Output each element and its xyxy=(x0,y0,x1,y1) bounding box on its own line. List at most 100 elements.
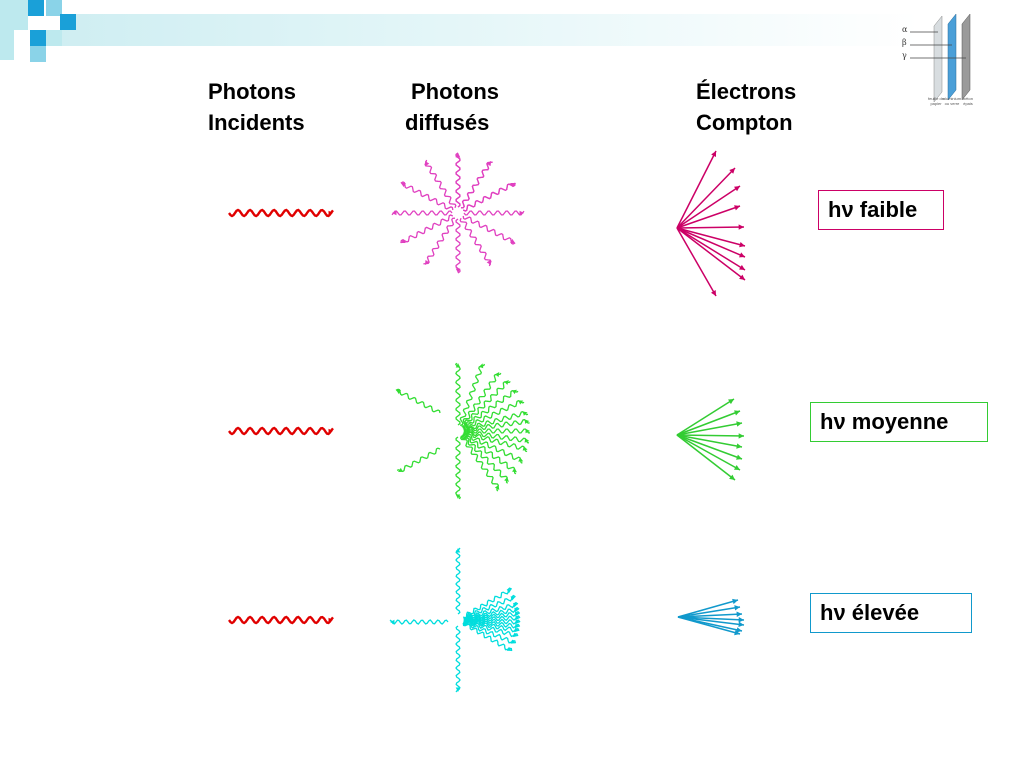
scattered-photon-medium-arrowhead xyxy=(494,372,500,377)
scattered-photon-medium xyxy=(454,362,461,426)
concrete-caption: béton épais xyxy=(962,96,973,106)
header-electrons-line2: Compton xyxy=(696,110,793,135)
decor-square xyxy=(0,30,14,60)
compton-electron-low-arrowhead xyxy=(739,264,745,270)
compton-electron-low xyxy=(676,227,746,247)
compton-electron-medium-arrowhead xyxy=(736,443,742,449)
decor-square xyxy=(30,46,46,62)
scattered-photon-medium-arrowhead xyxy=(518,457,524,462)
energy-box-medium: hν moyenne xyxy=(810,402,988,442)
scattered-photon-medium-back-arrowhead xyxy=(396,390,401,395)
gamma-label: γ xyxy=(902,51,907,60)
incident-photon-2-arrowhead xyxy=(328,617,333,623)
scattered-photon-high xyxy=(463,611,521,622)
compton-electron-high-arrowhead xyxy=(732,598,738,605)
energy-label-high: hν élevée xyxy=(820,600,920,625)
scattered-photon-high xyxy=(463,617,521,625)
header-electrons-line1: Électrons xyxy=(696,79,797,104)
compton-electron-low xyxy=(676,227,717,297)
scattered-photon-high-arrowhead xyxy=(506,589,512,594)
compton-electron-low-arrowhead xyxy=(734,186,740,192)
scattered-photon-high-arrowhead xyxy=(515,619,520,625)
scattered-photon-medium xyxy=(463,410,529,432)
compton-electron-medium xyxy=(676,434,743,460)
scattered-photon-high-arrowhead xyxy=(514,607,520,613)
decor-square xyxy=(28,0,44,16)
decor-square xyxy=(0,0,28,30)
scattered-photon-low xyxy=(423,217,456,265)
scattered-photon-high xyxy=(463,606,520,622)
scattered-photon-low xyxy=(463,210,525,216)
scattered-photon-high-arrowhead xyxy=(512,632,518,638)
paper-caption: feuille de papier xyxy=(927,96,944,106)
scattered-photon-medium-arrowhead xyxy=(494,485,500,490)
compton-electron-medium-arrowhead xyxy=(728,399,734,405)
scattered-photon-medium-arrowhead xyxy=(522,411,528,416)
scattered-photon-low xyxy=(462,182,516,212)
scattered-photon-low xyxy=(462,215,516,245)
compton-electron-high-arrowhead xyxy=(734,605,740,611)
thumbnail-graphic xyxy=(910,13,971,103)
scattered-photon-medium-arrowhead xyxy=(478,363,484,369)
compton-electron-high xyxy=(677,599,739,618)
scattered-photon-medium-arrowhead xyxy=(455,494,461,499)
scattered-photon-high xyxy=(462,622,513,652)
scattered-photon-medium xyxy=(462,433,523,464)
scattered-photon-medium-arrowhead xyxy=(525,428,530,434)
compton-electron-low xyxy=(676,150,717,229)
compton-electron-high-arrowhead xyxy=(738,617,744,623)
beta-label: β xyxy=(902,38,907,47)
scattered-photon-medium xyxy=(462,434,517,475)
decor-square xyxy=(46,30,62,46)
scattered-photon-medium-arrowhead xyxy=(518,400,524,405)
energy-box-high: hν élevée xyxy=(810,593,972,633)
compton-electron-low-arrowhead xyxy=(739,252,745,258)
compton-electron-medium-arrowhead xyxy=(736,421,742,427)
scattered-photon-medium xyxy=(463,428,530,434)
scattered-photon-low-arrowhead xyxy=(510,238,516,243)
scattered-photon-low-arrowhead xyxy=(425,259,430,265)
scattered-photon-medium-arrowhead xyxy=(504,477,509,482)
scattered-photon-medium-arrowhead xyxy=(524,419,530,424)
compton-electron-low-arrowhead xyxy=(738,224,744,230)
compton-electron-high xyxy=(677,613,743,618)
compton-electron-high xyxy=(677,616,745,621)
scattered-photon-high xyxy=(463,619,520,633)
scattered-photon-medium xyxy=(461,435,509,484)
scattered-photon-low-arrowhead xyxy=(486,259,491,265)
incident-photon-1 xyxy=(228,426,334,436)
radiation-penetration-thumbnail: α β γ feuille de papier aluminium ou ver… xyxy=(898,12,978,108)
compton-electron-high xyxy=(677,616,741,635)
aluminium-caption: aluminium ou verre xyxy=(942,96,962,106)
scattered-photon-medium-back-arrowhead xyxy=(398,467,403,472)
scattered-photon-high-arrowhead xyxy=(455,687,461,692)
scattered-photon-low xyxy=(424,159,457,209)
energy-label-low: hν faible xyxy=(828,197,918,222)
scattered-photon-low-arrowhead xyxy=(519,210,524,216)
header-compton-electrons: Électrons Compton xyxy=(696,76,796,138)
compton-electron-medium-arrowhead xyxy=(734,410,740,416)
compton-electron-low-arrowhead xyxy=(729,168,735,174)
scattered-photon-high-back xyxy=(389,619,449,625)
scattered-photon-medium xyxy=(462,389,519,430)
scattered-photon-high-back-arrowhead xyxy=(390,619,395,625)
scattered-photon-high-arrowhead xyxy=(506,646,512,651)
compton-electron-low xyxy=(676,226,745,229)
compton-electron-medium-arrowhead xyxy=(734,465,740,470)
compton-electron-medium xyxy=(676,422,743,436)
compton-electron-medium-arrowhead xyxy=(729,474,735,480)
decor-square xyxy=(46,0,62,16)
compton-electron-medium-arrowhead xyxy=(736,454,742,460)
scattered-photon-medium xyxy=(462,380,511,428)
compton-electron-high-arrowhead xyxy=(736,611,742,617)
compton-electron-high-arrowhead xyxy=(736,627,742,633)
compton-electron-high xyxy=(677,606,741,618)
scattered-photon-high-arrowhead xyxy=(515,615,520,621)
scattered-photon-low xyxy=(400,214,454,244)
scattered-photon-medium xyxy=(459,435,500,492)
compton-electron-medium xyxy=(676,434,745,437)
scattered-photon-medium-arrowhead xyxy=(522,446,528,451)
compton-electron-low-arrowhead xyxy=(711,151,717,157)
scattered-photon-high xyxy=(455,625,461,693)
